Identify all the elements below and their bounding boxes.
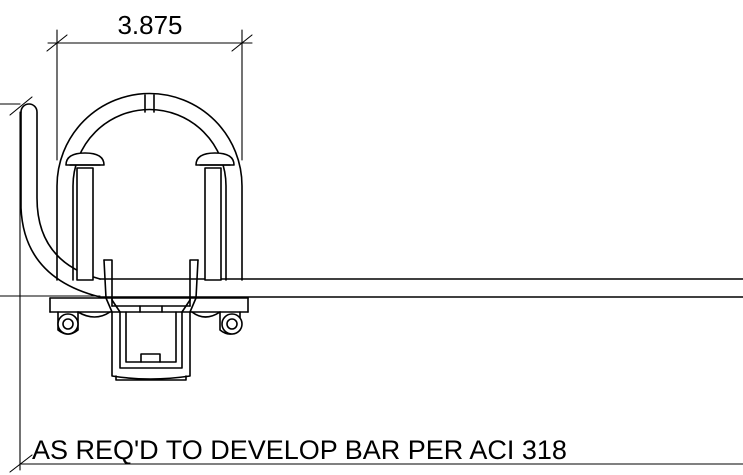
top-dimension: 3.875	[46, 10, 253, 161]
bar-chair	[103, 259, 199, 381]
dimension-label-top: 3.875	[117, 10, 182, 40]
headed-stud-right	[195, 152, 235, 281]
dimension-tick-bottom	[9, 454, 33, 473]
wheel-right	[219, 311, 243, 335]
dimension-tick-right	[231, 34, 253, 52]
wheel-left	[57, 311, 79, 335]
base-rails	[49, 297, 249, 313]
hooked-bar	[20, 103, 101, 298]
development-note: AS REQ'D TO DEVELOP BAR PER ACI 318	[32, 435, 567, 465]
left-dimension	[0, 96, 101, 471]
dimension-tick-left	[46, 34, 68, 52]
side-feet	[77, 311, 221, 318]
headed-stud-left	[65, 152, 105, 281]
bottom-dimension: AS REQ'D TO DEVELOP BAR PER ACI 318	[9, 435, 743, 473]
dimension-tick-top	[9, 96, 33, 116]
